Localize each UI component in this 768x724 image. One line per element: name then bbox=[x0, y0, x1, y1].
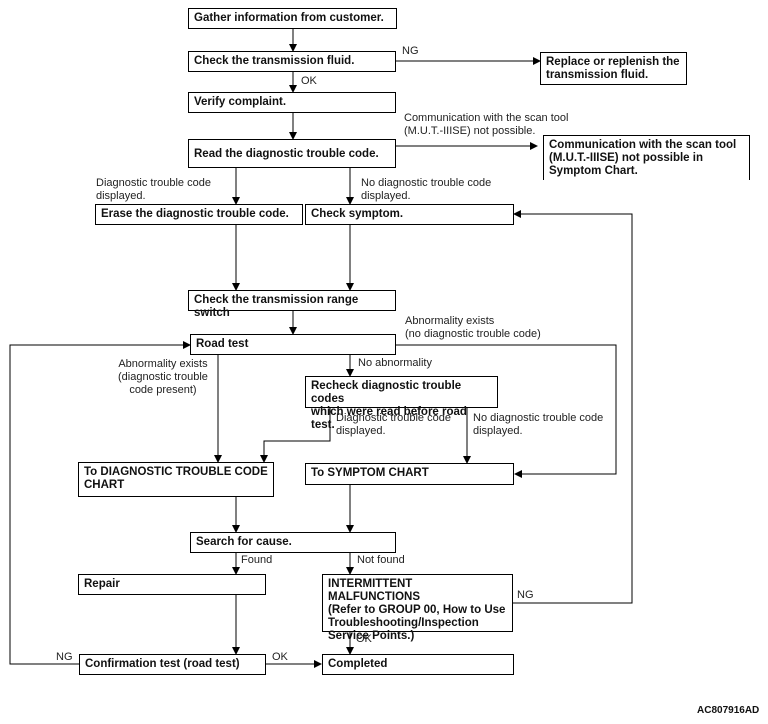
label-confirm-ng: NG bbox=[56, 651, 73, 663]
to-symptom-chart-box: To SYMPTOM CHART bbox=[305, 463, 514, 485]
road-test-box: Road test bbox=[190, 334, 396, 355]
check-range-switch-box: Check the transmission range switch bbox=[188, 290, 396, 319]
arrow-road-to-symptom-chart bbox=[396, 344, 617, 478]
read-dtc-box: Read the diagnostic trouble code. bbox=[188, 139, 396, 168]
label-abnormality-dtc-present: Abnormality exists (diagnostic trouble c… bbox=[118, 358, 208, 396]
recheck-dtc-box: Recheck diagnostic trouble codes which w… bbox=[305, 376, 498, 431]
comm-not-possible-box: Communication with the scan tool (M.U.T.… bbox=[543, 135, 750, 180]
figure-id: AC807916AD bbox=[697, 705, 760, 716]
label-comm-note: Communication with the scan tool (M.U.T.… bbox=[404, 112, 569, 137]
label-dtc-displayed: Diagnostic trouble code displayed. bbox=[96, 177, 211, 202]
label-recheck-no-dtc-displayed: No diagnostic trouble code displayed. bbox=[473, 412, 604, 437]
label-intermittent-ok: OK bbox=[356, 633, 372, 645]
to-dtc-chart-box: To DIAGNOSTIC TROUBLE CODE CHART bbox=[78, 462, 274, 497]
label-not-found: Not found bbox=[357, 554, 405, 566]
arrow-recheck-to-dtc-chart bbox=[260, 408, 331, 463]
intermittent-malfunctions-box: INTERMITTENT MALFUNCTIONS (Refer to GROU… bbox=[322, 574, 513, 642]
erase-dtc-box: Erase the diagnostic trouble code. bbox=[95, 204, 303, 225]
label-recheck-dtc-displayed: Diagnostic trouble code displayed. bbox=[336, 412, 451, 437]
completed-box: Completed bbox=[322, 654, 514, 675]
verify-complaint-box: Verify complaint. bbox=[188, 92, 396, 113]
label-found: Found bbox=[241, 554, 273, 566]
gather-info-box: Gather information from customer. bbox=[188, 8, 397, 29]
confirmation-test-box: Confirmation test (road test) bbox=[79, 654, 266, 675]
label-fluid-ok: OK bbox=[301, 75, 317, 87]
label-no-dtc-displayed: No diagnostic trouble code displayed. bbox=[361, 177, 492, 202]
replace-fluid-box: Replace or replenish the transmission fl… bbox=[540, 52, 687, 85]
arrow-confirm-ng-to-road bbox=[9, 341, 191, 665]
check-symptom-box: Check symptom. bbox=[305, 204, 514, 225]
label-intermittent-ng: NG bbox=[517, 589, 534, 601]
arrow-intermittent-ng-to-symptom bbox=[513, 210, 633, 604]
check-fluid-box: Check the transmission fluid. bbox=[188, 51, 396, 72]
label-fluid-ng: NG bbox=[402, 45, 419, 57]
repair-box: Repair bbox=[78, 574, 266, 595]
label-no-abnormality: No abnormality bbox=[358, 357, 432, 369]
label-confirm-ok: OK bbox=[272, 651, 288, 663]
label-abnormality-no-dtc: Abnormality exists (no diagnostic troubl… bbox=[405, 315, 541, 340]
search-cause-box: Search for cause. bbox=[190, 532, 396, 553]
